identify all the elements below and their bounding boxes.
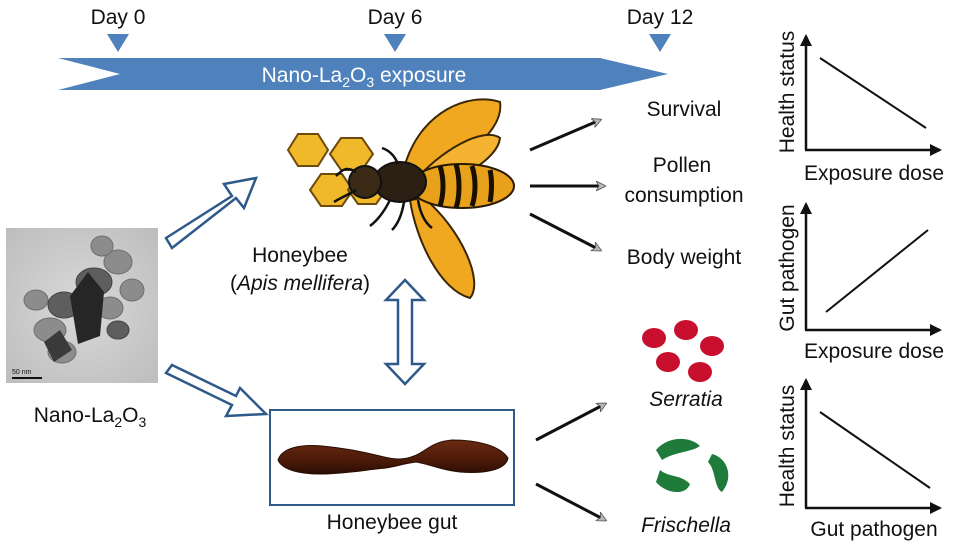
frischella-cells-icon — [656, 438, 729, 493]
scale-bar-label: 50 nm — [12, 369, 32, 376]
graph-3: Health status Gut pathogen — [776, 378, 942, 541]
day-6-label: Day 6 — [368, 6, 423, 29]
timeline: Nano-La2O3 exposure Day 0 Day 6 Day 12 — [58, 6, 693, 90]
gut-box — [269, 409, 515, 506]
arrow-to-survival-icon — [529, 120, 600, 152]
tem-image: 50 nm — [6, 228, 158, 383]
pollen-label-line2: consumption — [624, 184, 743, 207]
exposure-bar — [58, 58, 668, 90]
arrow-to-serratia-icon — [535, 404, 605, 442]
bee-icon — [333, 98, 515, 300]
hollow-double-arrow-icon — [383, 278, 427, 386]
frischella-label: Frischella — [641, 514, 731, 537]
day-6-marker-icon — [384, 34, 406, 52]
honeybee-species-label: (Apis mellifera) — [230, 272, 370, 295]
graph-3-xlabel: Gut pathogen — [810, 518, 937, 541]
serratia-cells-icon — [642, 320, 724, 382]
hollow-arrow-to-gut-icon — [164, 363, 269, 418]
gut-icon — [277, 439, 509, 475]
arrow-to-frischella-icon — [535, 482, 605, 520]
day-0-marker-icon — [107, 34, 129, 52]
graph-2-xlabel: Exposure dose — [804, 340, 944, 363]
nanoparticle-label: Nano-La2O3 — [34, 404, 147, 430]
scale-bar-icon — [12, 377, 42, 379]
graph-3-ylabel: Health status — [776, 385, 799, 508]
day-12-marker-icon — [649, 34, 671, 52]
graph-1: Health status Exposure dose — [776, 31, 944, 185]
serratia-label: Serratia — [649, 388, 723, 411]
graph-2-ylabel: Gut pathogen — [776, 204, 799, 331]
graph-1-xlabel: Exposure dose — [804, 162, 944, 185]
exposure-bar-label: Nano-La2O3 exposure — [262, 64, 467, 90]
day-0-label: Day 0 — [91, 6, 146, 29]
arrow-to-body-weight-icon — [529, 212, 600, 252]
survival-label: Survival — [647, 98, 722, 121]
body-weight-label: Body weight — [627, 246, 742, 269]
graph-3-trend-line — [819, 411, 931, 489]
honeybee-label: Honeybee — [252, 244, 348, 267]
graph-2-trend-line — [825, 229, 929, 313]
hollow-arrow-to-bee-icon — [164, 176, 259, 250]
gut-label: Honeybee gut — [327, 511, 458, 534]
day-12-label: Day 12 — [627, 6, 694, 29]
pollen-label-line1: Pollen — [653, 154, 711, 177]
graph-1-trend-line — [819, 57, 927, 129]
graph-2: Gut pathogen Exposure dose — [776, 202, 944, 363]
graph-1-ylabel: Health status — [776, 31, 799, 154]
